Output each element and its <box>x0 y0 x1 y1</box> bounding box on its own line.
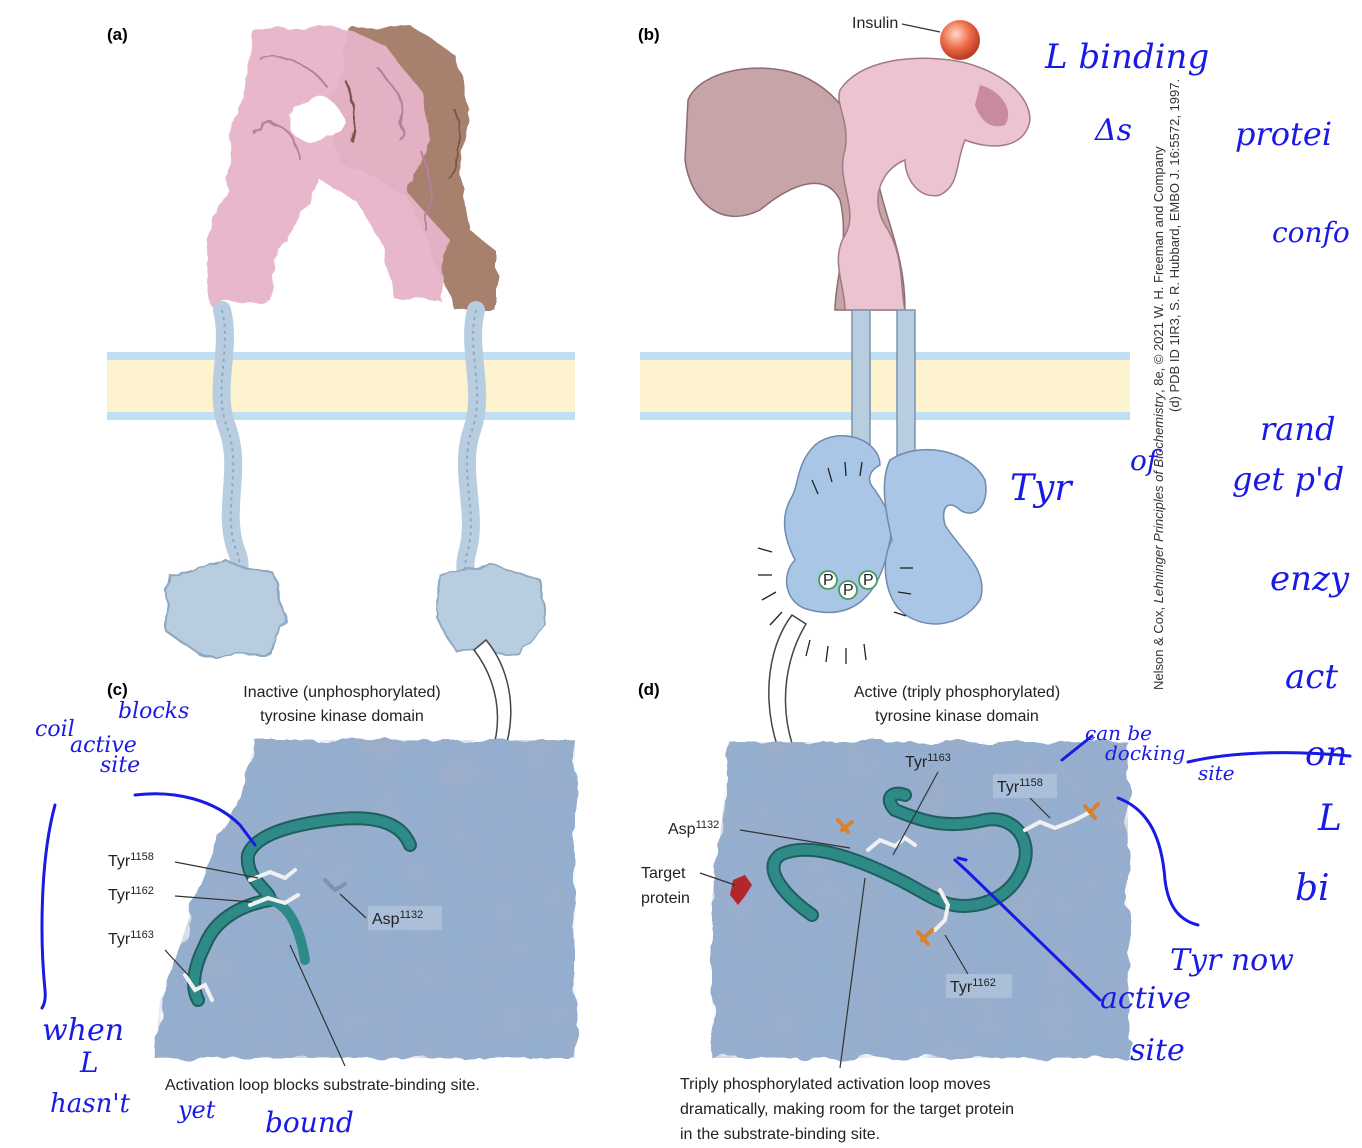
side-chains-c <box>183 868 347 1002</box>
credit-line-1: Nelson & Cox, Lehninger Principles of Bi… <box>1151 146 1166 690</box>
panel-c-title-line1: Inactive (unphosphorylated) <box>243 684 440 701</box>
annot-act: act <box>1285 657 1338 697</box>
annot-active2: active <box>1100 981 1191 1016</box>
annot-hasnt: hasn't <box>50 1089 130 1119</box>
panel-b-label: (b) <box>638 25 660 44</box>
tyr1163-label-c: Tyr1163 <box>108 929 189 976</box>
annot-delta-s: Δs <box>1094 113 1132 148</box>
insulin-label: Insulin <box>852 15 898 32</box>
panel-a: (a) <box>107 25 575 657</box>
protein-surface-c <box>155 740 575 1058</box>
insulin-pointer <box>901 23 941 33</box>
annot-docking-site: site <box>1198 761 1235 785</box>
annot-stroke-coil <box>133 792 257 847</box>
svg-text:Target: Target <box>641 865 686 882</box>
phospho-label-3: P <box>863 572 874 589</box>
annot-tyr-now: Tyr now <box>1170 943 1294 978</box>
panel-d-caption-line3: in the substrate-binding site. <box>680 1126 880 1143</box>
annot-enzy: enzy <box>1270 559 1350 599</box>
svg-text:Tyr1162: Tyr1162 <box>108 885 154 904</box>
figure-credit: Nelson & Cox, Lehninger Principles of Bi… <box>1151 79 1182 690</box>
annot-protein: protei <box>1235 115 1332 153</box>
svg-text:Tyr1162: Tyr1162 <box>950 977 996 996</box>
phospho-label-2: P <box>843 582 854 599</box>
annot-bracket-left <box>40 803 57 1010</box>
annot-yet: yet <box>177 1096 216 1124</box>
activation-loop-d <box>766 786 1033 922</box>
panel-a-label: (a) <box>107 25 128 44</box>
side-chains-d <box>866 810 1092 932</box>
tyr1158-label-d: Tyr1158 <box>993 774 1057 819</box>
annot-bi: bi <box>1295 868 1330 909</box>
annot-site2: site <box>1130 1033 1185 1068</box>
target-protein-label: Target protein <box>641 865 736 907</box>
panel-d-caption-line1: Triply phosphorylated activation loop mo… <box>680 1076 991 1093</box>
annot-coil: coil <box>35 717 75 742</box>
annot-when: when <box>42 1013 124 1048</box>
annot-docking: docking <box>1105 741 1185 765</box>
tyr1162-label-d: Tyr1162 <box>944 934 1012 998</box>
panel-d-title-line2: tyrosine kinase domain <box>875 708 1039 725</box>
svg-text:protein: protein <box>641 890 690 907</box>
phospho-label-1: P <box>823 572 834 589</box>
phospho-group-1: P <box>818 570 838 590</box>
annot-arrow-active-site <box>953 858 1102 1002</box>
phospho-group-3: P <box>858 570 878 590</box>
membrane-b <box>640 352 1130 420</box>
membrane-a <box>107 352 575 420</box>
receptor-extracellular-a <box>205 25 495 310</box>
tyr1162-label-c: Tyr1162 <box>108 885 253 904</box>
svg-text:Tyr1163: Tyr1163 <box>905 752 951 771</box>
annot-can-be: can be <box>1085 721 1152 745</box>
protein-surface-d <box>712 742 1128 1058</box>
annot-tyr: Tyr <box>1010 468 1073 509</box>
panel-d-caption-line2: dramatically, making room for the target… <box>680 1101 1014 1118</box>
svg-text:Tyr1163: Tyr1163 <box>108 929 154 948</box>
tyr1158-label-c: Tyr1158 <box>108 851 259 879</box>
svg-text:Asp1132: Asp1132 <box>372 909 423 928</box>
phosphate-groups-d <box>836 802 1100 946</box>
panel-d: (d) Active (triply phosphorylated) tyros… <box>638 680 1128 1143</box>
target-protein-residue <box>730 875 752 905</box>
annot-bracket-right <box>1116 796 1200 927</box>
panel-b: (b) Insulin <box>638 15 1130 664</box>
annot-site: site <box>100 753 140 778</box>
asp1132-label-d: Asp1132 <box>668 819 851 849</box>
annot-stroke-docking-line <box>1186 751 1352 764</box>
panel-c-caption: Activation loop blocks substrate-binding… <box>165 1077 480 1094</box>
credit-line-2: (d) PDB ID 1IR3, S. R. Hubbard, EMBO J. … <box>1167 79 1182 412</box>
annot-l: L <box>1317 798 1342 839</box>
phospho-group-2: P <box>838 580 858 600</box>
annot-bound: bound <box>265 1106 354 1139</box>
annot-conform: confo <box>1272 216 1350 249</box>
tyr1163-label-d: Tyr1163 <box>892 752 951 856</box>
annot-rand: rand <box>1260 410 1335 448</box>
svg-text:Asp1132: Asp1132 <box>668 819 719 838</box>
panel-c-label: (c) <box>107 680 128 699</box>
caption-pointer-d <box>839 877 866 1069</box>
svg-text:Tyr1158: Tyr1158 <box>108 851 154 870</box>
annot-active: active <box>70 733 137 758</box>
caption-pointer-c <box>289 944 346 1067</box>
handwritten-annotations: L binding Δs protei confo Tyr of rand ge… <box>35 37 1352 1139</box>
panel-c: (c) Inactive (unphosphorylated) tyrosine… <box>107 680 575 1094</box>
insulin-ball <box>940 20 980 60</box>
kinase-domains-a <box>163 558 547 657</box>
panel-c-title-line2: tyrosine kinase domain <box>260 708 424 725</box>
annot-l-binding: L binding <box>1044 37 1209 77</box>
binding-pocket-b <box>975 85 1009 127</box>
annot-get-pd: get p'd <box>1232 460 1344 498</box>
annot-stroke-docking <box>1060 734 1094 762</box>
annot-arrow-tick <box>956 856 968 862</box>
receptor-subunit-front-b <box>837 57 1031 311</box>
asp1132-label-c: Asp1132 <box>339 893 442 930</box>
annot-blocks: blocks <box>118 699 189 724</box>
annot-of: of <box>1130 444 1162 477</box>
panel-d-title-line1: Active (triply phosphorylated) <box>854 684 1060 701</box>
annot-l-left: L <box>79 1046 99 1079</box>
svg-text:Tyr1158: Tyr1158 <box>997 777 1043 796</box>
panel-d-label: (d) <box>638 680 660 699</box>
